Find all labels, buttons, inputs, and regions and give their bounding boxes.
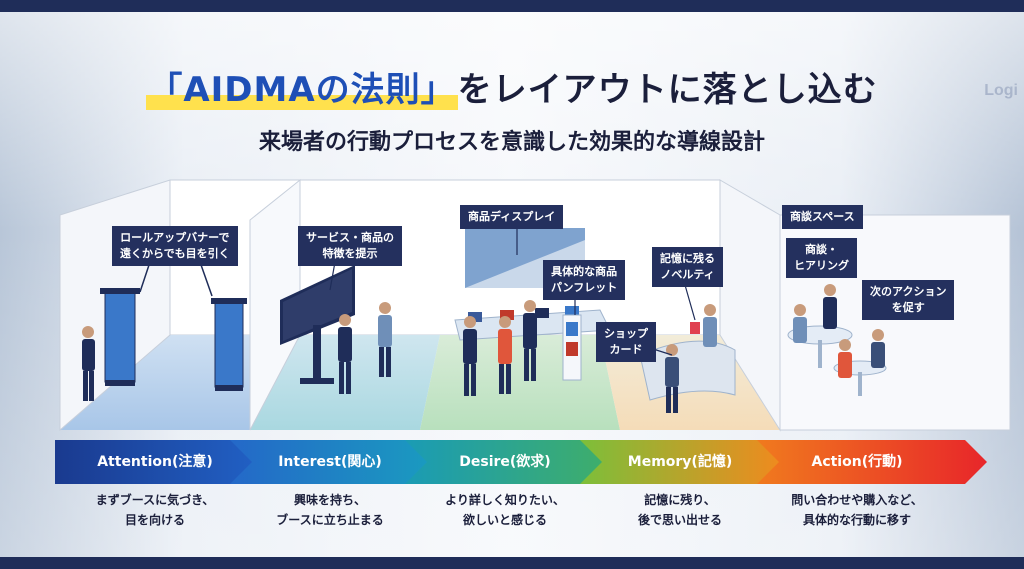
label-display: 商品ディスプレイ [460,205,564,229]
staff-desire [523,300,537,381]
label-next-action-line1: 次のアクション [870,285,947,298]
rollup-banner-right [211,298,247,391]
label-pamphlet: 具体的な商品 パンフレット [543,260,626,300]
stage-desc-desire-line1: より詳しく知りたい、 [445,493,565,507]
label-service-line2: 特徴を提示 [322,247,378,260]
stage-label-memory: Memory(記憶) [627,454,733,470]
monitor-stand [280,265,355,384]
stage-desc-interest-line2: ブースに立ち止まる [276,513,384,527]
stage-label-attention: Attention(注意) [97,454,213,470]
arrow-desire [405,440,607,484]
bottom-border-bar [0,557,1024,569]
label-rollup: ロールアップバナーで 遠くからでも目を引く [112,226,238,266]
floor-interest [250,335,440,430]
staff-interest [378,302,392,377]
title-rest: をレイアウトに落とし込む [457,70,878,110]
label-meeting-space: 商談スペース [782,205,863,229]
label-service: サービス・商品の 特徴を提示 [298,226,402,266]
visitor-action-3 [871,329,885,368]
stage-desc-interest-line1: 興味を持ち、 [293,493,366,507]
visitor-attention [82,326,95,401]
title-highlight: 「AIDMAの法則」 [146,70,458,110]
label-shop-card: ショップ カード [596,322,656,362]
visitor-interest-1 [338,314,352,394]
label-pamphlet-line1: 具体的な商品 [551,265,618,278]
label-shop-card-line2: カード [609,343,643,356]
label-next-action: 次のアクション を促す [862,280,955,320]
stage-desc-memory-line1: 記憶に残り、 [644,493,716,507]
arrow-attention [55,440,257,484]
stage-desc-desire: より詳しく知りたい、 欲しいと感じる [420,490,590,530]
label-shop-card-line1: ショップ [604,327,648,340]
staff-memory [703,304,717,347]
top-border-bar [0,0,1024,12]
subtitle: 来場者の行動プロセスを意識した効果的な導線設計 [258,130,765,155]
visitor-action-1 [793,304,807,343]
staff-action [823,284,837,329]
visitor-desire-2 [498,316,512,394]
visitor-desire-1 [463,316,477,396]
stage-desc-attention: まずブースに気づき、 目を向ける [70,490,240,530]
label-hearing-line1: 商談・ [805,243,838,256]
stage-desc-interest: 興味を持ち、 ブースに立ち止まる [245,490,415,530]
stage-desc-desire-line2: 欲しいと感じる [462,513,547,527]
stage-desc-attention-line1: まずブースに気づき、 [95,493,215,507]
arrow-memory [580,440,782,484]
label-next-action-line2: を促す [891,301,925,314]
label-hearing: 商談・ ヒアリング [786,238,857,278]
label-rollup-line2: 遠くからでも目を引く [120,247,230,260]
stage-desc-action-line2: 具体的な行動に移す [802,513,911,527]
label-novelty-line1: 記憶に残る [660,252,715,265]
stage-desc-action-line1: 問い合わせや購入など、 [791,493,923,507]
stage-label-desire: Desire(欲求) [459,454,551,470]
label-novelty: 記憶に残る ノベルティ [652,247,723,287]
arrow-interest [230,440,432,484]
stage-label-interest: Interest(関心) [278,454,382,470]
main-title: 「AIDMAの法則」をレイアウトに落とし込む [0,62,1024,111]
visitor-action-2 [838,339,852,378]
arrow-action [757,440,987,484]
label-hearing-line2: ヒアリング [794,259,849,272]
label-service-line1: サービス・商品の [306,231,394,244]
stage-desc-action: 問い合わせや購入など、 具体的な行動に移す [772,490,942,530]
label-rollup-line1: ロールアップバナーで [120,231,230,244]
stage-desc-attention-line2: 目を向ける [124,513,185,527]
rollup-banner-left [100,288,140,386]
stage-label-action: Action(行動) [811,454,903,470]
visitor-memory [665,344,679,413]
label-novelty-line2: ノベルティ [660,268,715,281]
pamphlet-stand [562,314,582,381]
stage-desc-memory-line2: 後で思い出せる [637,513,722,527]
stage-desc-memory: 記憶に残り、 後で思い出せる [595,490,765,530]
label-pamphlet-line2: パンフレット [551,281,618,294]
